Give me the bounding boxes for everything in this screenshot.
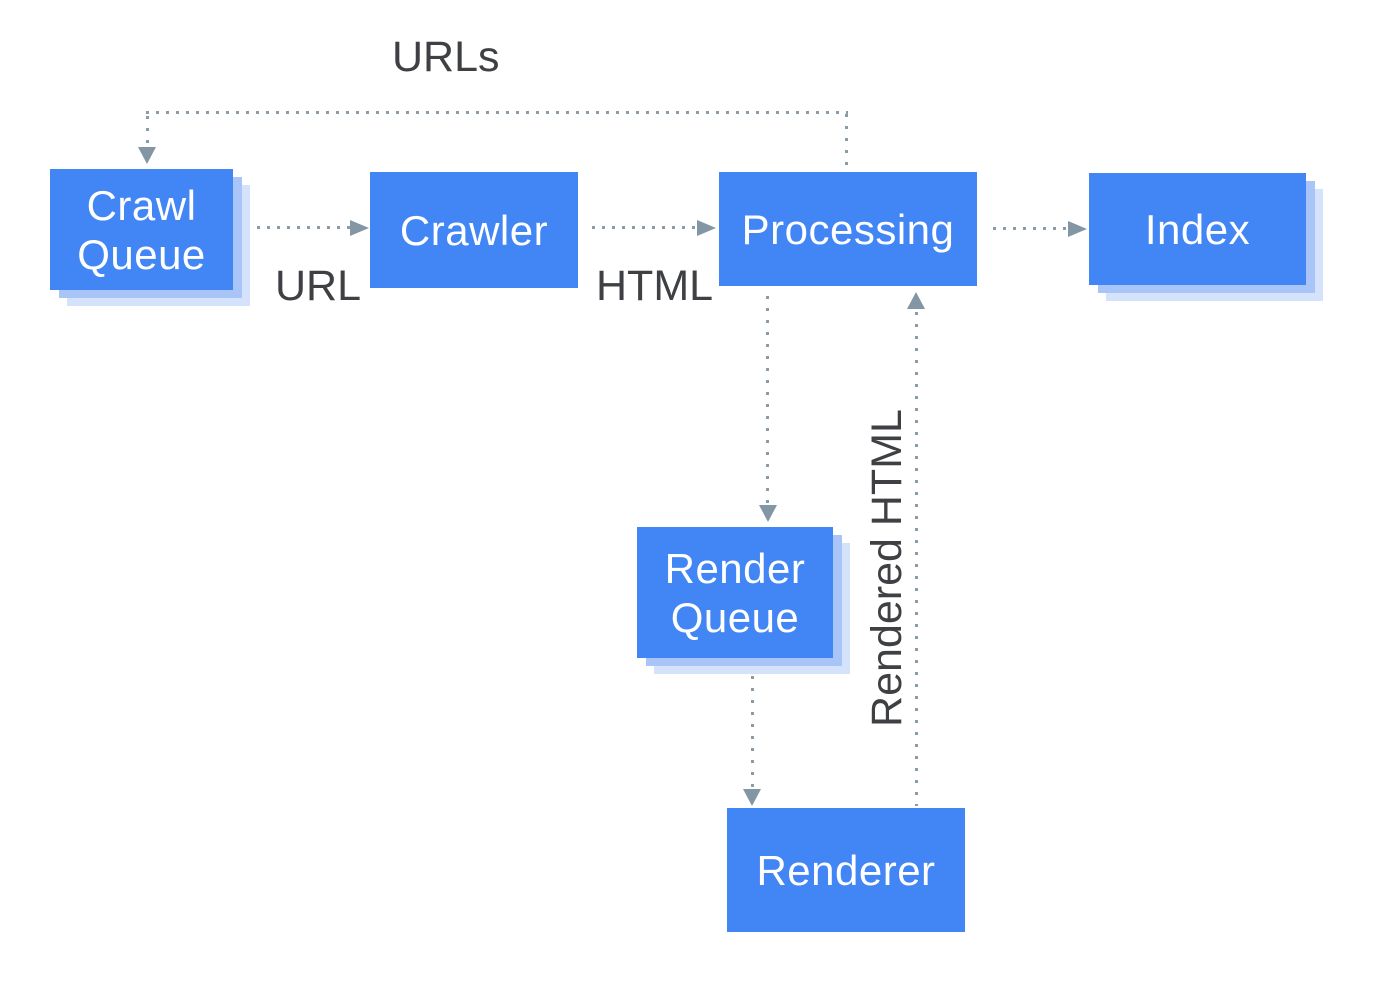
node-processing-label: Processing [741,205,955,253]
edge-label-urls: URLs [392,33,500,81]
edge-label-html: HTML [596,262,714,310]
arrowhead-down-icon [759,505,777,522]
node-render-queue-label: Render Queue [664,544,806,641]
edge-crawlqueue-to-crawler [257,226,351,229]
arrowhead-right-icon [1068,221,1087,237]
node-renderer: Renderer [727,808,965,932]
node-index-label: Index [1144,205,1251,253]
node-processing: Processing [719,172,977,286]
edge-label-url: URL [275,262,362,310]
edge-renderqueue-to-renderer [751,676,754,788]
edge-processing-to-crawlqueue-segment-across [146,111,848,114]
node-crawler: Crawler [370,172,578,288]
edge-processing-to-crawlqueue-segment-down [146,116,149,146]
edge-label-rendered-html: Rendered HTML [863,409,911,727]
node-render-queue: Render Queue [637,527,833,658]
edge-processing-to-index [993,227,1069,230]
arrowhead-right-icon [350,220,369,236]
edge-crawler-to-processing [592,226,698,229]
edge-processing-to-crawlqueue-segment-up [845,114,848,168]
edge-processing-to-renderqueue [766,296,769,504]
node-crawler-label: Crawler [399,206,549,254]
edge-renderer-to-processing [915,312,918,806]
arrowhead-up-icon [907,292,925,309]
node-renderer-label: Renderer [756,846,936,894]
arrowhead-right-icon [697,220,716,236]
node-crawl-queue-label: Crawl Queue [77,181,206,278]
arrowhead-down-icon [743,789,761,806]
arrowhead-down-icon [138,147,156,164]
node-crawl-queue: Crawl Queue [50,169,233,290]
node-index: Index [1089,173,1306,285]
